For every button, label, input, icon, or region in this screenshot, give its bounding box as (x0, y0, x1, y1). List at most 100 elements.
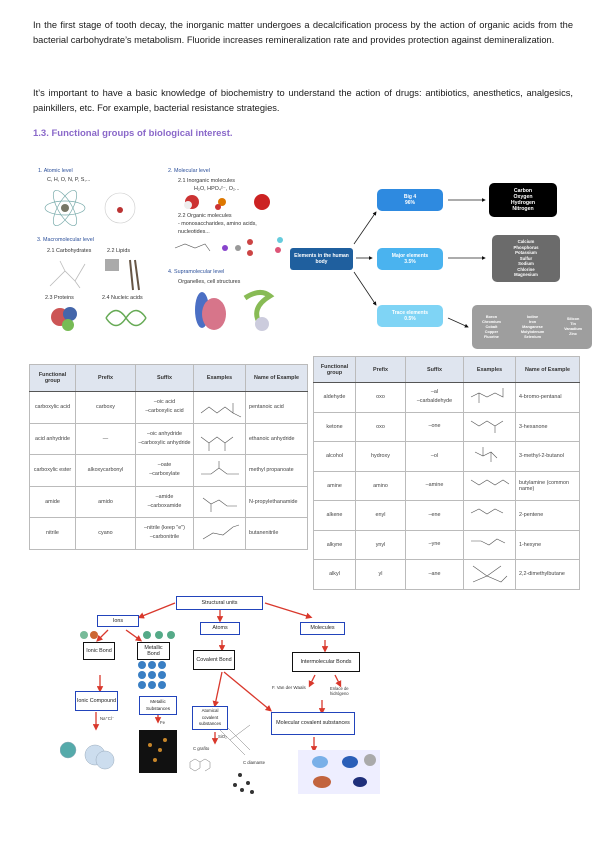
molecular-covalent-box: Molecular covalent substances (271, 712, 355, 735)
cell-prefix: alkoxycarbonyl (75, 454, 136, 487)
atoms-box: Atoms (200, 622, 240, 635)
cell-prefix: yl (355, 559, 406, 590)
cell-suffix: –one (405, 411, 464, 442)
header-examples: Examples (193, 364, 246, 392)
structural-units-box: Structural units (176, 596, 263, 610)
structure-drawing (200, 436, 233, 451)
cell-group: alcohol (313, 441, 356, 472)
paragraph-tooth-decay: In the first stage of tooth decay, the i… (33, 20, 573, 45)
cell-example (193, 517, 246, 550)
header-suffix: Suffix (135, 364, 194, 392)
cell-name: ethanoic anhydride (245, 422, 308, 455)
atomic-elements: C, H, O, N, P, S,... (47, 177, 91, 183)
table-row: acid anhydride—–oic anhydride –carboxyli… (29, 422, 308, 455)
structure-drawing (470, 508, 503, 515)
major-label: Major elements (391, 253, 429, 259)
trace-col-2: Iodine Iron Manganese Molybdenum Seleniu… (520, 314, 545, 339)
flow-root: Elements in the human body (290, 248, 353, 270)
cell-name: pentanoic acid (245, 391, 308, 424)
structure-drawing (200, 403, 241, 418)
cell-group: alkene (313, 500, 356, 531)
big4-label: Big 4 (403, 194, 417, 200)
cell-group: ketone (313, 411, 356, 442)
header-prefix: Prefix (355, 356, 406, 383)
section-heading: 1.3. Functional groups of biological int… (33, 128, 233, 139)
atomic-covalent-box: Atomical covalent substances (192, 706, 228, 730)
cell-suffix: –ane (405, 559, 464, 590)
covalent-bond-box: Covalent Bond (193, 650, 235, 670)
header-examples: Examples (463, 356, 516, 383)
cell-group: amide (29, 485, 76, 518)
molecules-box: Molecules (300, 622, 345, 635)
flowchart-arrows (353, 198, 486, 328)
cell-prefix: amino (355, 470, 406, 501)
header-group: Functional group (313, 356, 356, 383)
cell-example (193, 485, 246, 518)
cell-name: butanenitrile (245, 517, 308, 550)
cell-suffix: –oic anhydride –carboxylic anhydride (135, 422, 194, 455)
cell-group: alkyl (313, 559, 356, 590)
atom-illustration (44, 189, 136, 227)
cell-name: N-propylethanamide (245, 485, 308, 518)
organic-examples: - monosaccharides, amino acids, (178, 221, 257, 227)
cell-prefix: carboxy (75, 391, 136, 424)
sio2-label: SiO₂ (218, 734, 227, 739)
cell-example (463, 559, 516, 590)
trace-label: Trace elements (391, 310, 429, 316)
structure-drawing (202, 497, 237, 512)
cell-group: aldehyde (313, 382, 356, 413)
cell-group: nitrile (29, 517, 76, 550)
lipids-label: 2.2 Lipids (107, 248, 131, 254)
major-pct: 3.5% (404, 259, 416, 265)
structure-drawing (470, 538, 505, 546)
cell-example (463, 529, 516, 560)
cell-prefix: amido (75, 485, 136, 518)
ions-box: Ions (97, 615, 139, 627)
trace-pct: 0.5% (404, 316, 416, 322)
header-name: Name of Example (245, 364, 308, 392)
inorganic-molecules-illustration (184, 194, 270, 210)
carbohydrates-label: 2.1 Carbohydrates (47, 248, 92, 254)
cell-suffix: –ol (405, 441, 464, 472)
cell-example (463, 500, 516, 531)
organic-molecules-illustration (174, 237, 283, 256)
cell-name: 2-pentene (515, 500, 580, 531)
metallic-bond-box: Metallic Bond (137, 642, 170, 660)
cell-prefix: oxo (355, 411, 406, 442)
graphite-label: C grafito (193, 746, 210, 751)
big4-elements: Carbon Oxygen Hydrogen Nitrogen (489, 183, 557, 217)
structure-drawing (474, 447, 497, 463)
protein-dna-illustration (51, 307, 147, 331)
cell-group: acid anhydride (29, 422, 76, 455)
cell-example (463, 382, 516, 413)
cell-group: alkyne (313, 529, 356, 560)
atomic-level-label: 1. Atomic level (38, 168, 73, 174)
cell-suffix: –amide –carboxamide (135, 485, 194, 518)
organelle-illustration (195, 290, 275, 331)
cell-prefix: hydroxy (355, 441, 406, 472)
diamond-label: C diamante (243, 760, 265, 765)
proteins-label: 2.3 Proteins (45, 295, 74, 301)
structure-drawing (470, 479, 509, 486)
cell-prefix: enyl (355, 500, 406, 531)
cell-name: 4-bromo-pentanal (515, 382, 580, 413)
cell-name: 3-methyl-2-butanol (515, 441, 580, 472)
structure-drawing (472, 566, 507, 583)
inorganic-label: 2.1 Inorganic molecules (178, 178, 235, 184)
header-name: Name of Example (515, 356, 580, 383)
cell-prefix: cyano (75, 517, 136, 550)
cell-prefix: — (75, 422, 136, 455)
